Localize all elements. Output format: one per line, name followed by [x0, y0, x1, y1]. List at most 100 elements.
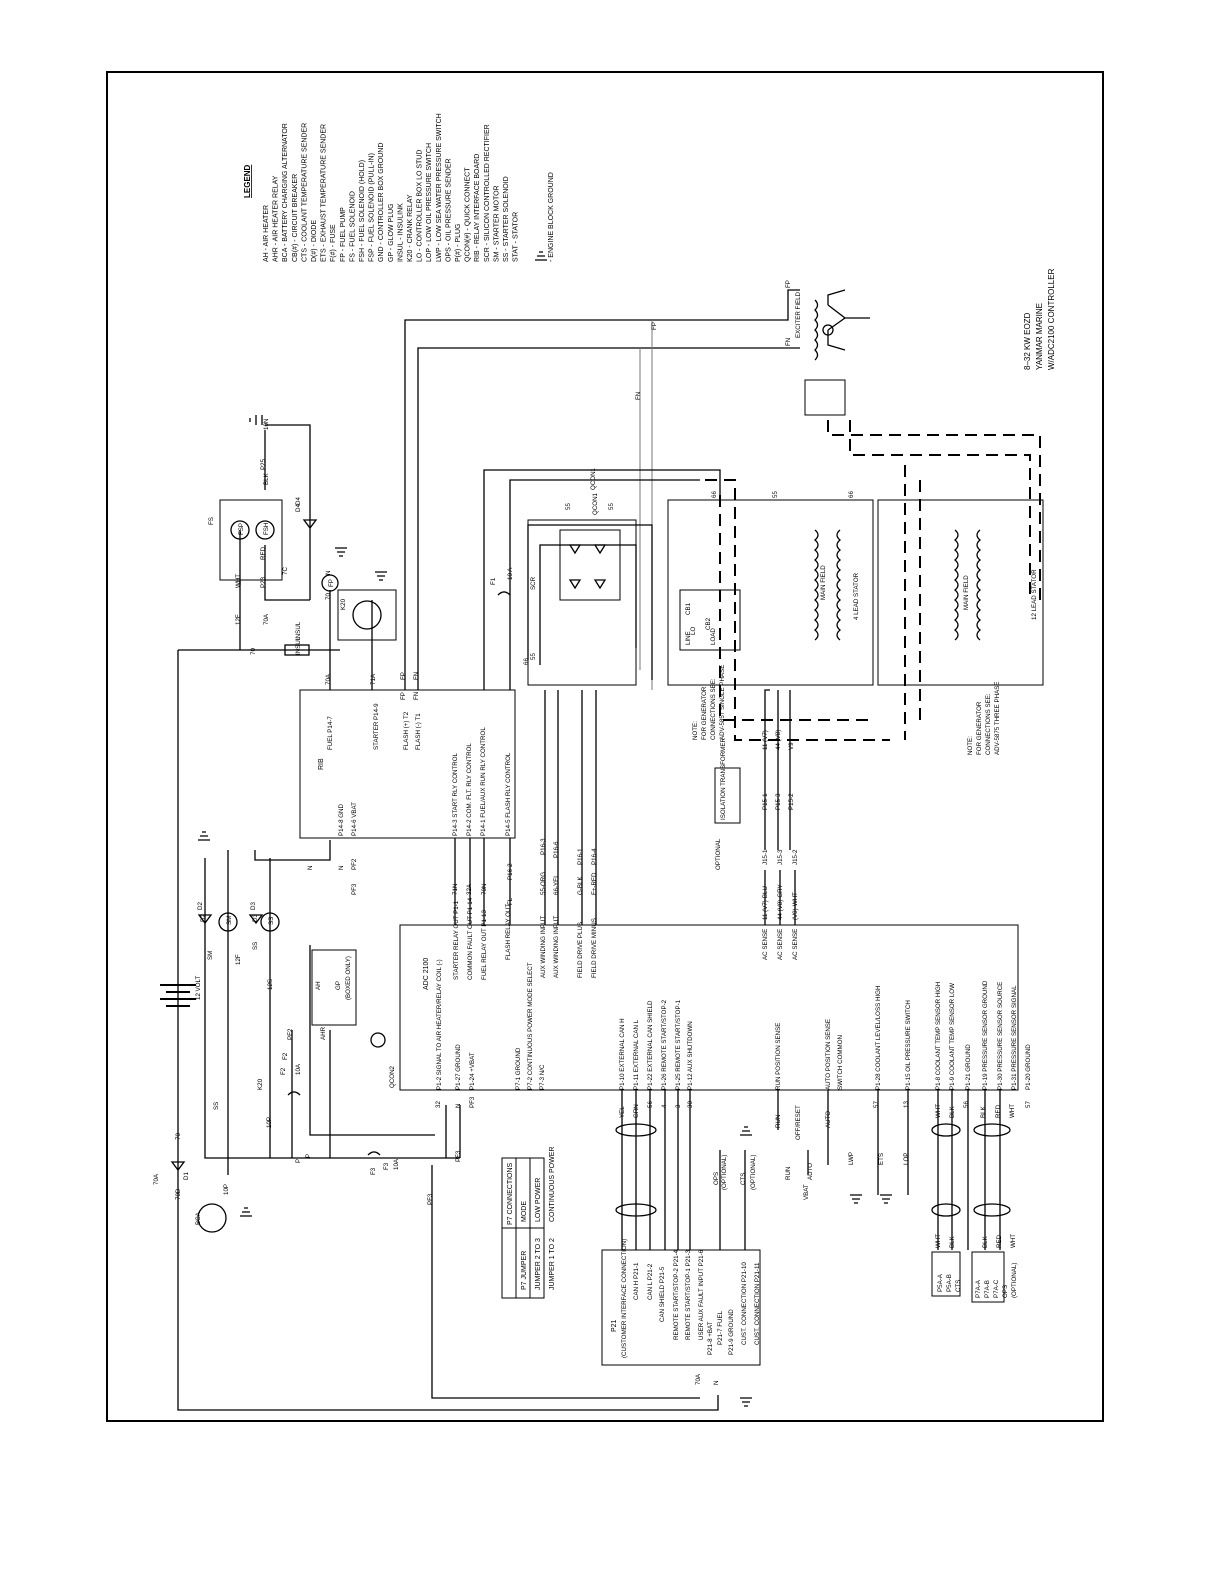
component-label-auto: AUTO	[807, 1163, 814, 1180]
legend-entry: LWP - LOW SEA WATER PRESSURE SWITCH	[436, 113, 443, 262]
component-label-scr: SCR	[530, 576, 537, 590]
component-label-main-field: MAIN FIELD	[963, 575, 970, 610]
component-label-off-reset: OFF/RESET	[795, 1105, 802, 1140]
component-label-fsh: FSH	[263, 523, 270, 535]
p7-wire-label: WHT	[1010, 1234, 1017, 1248]
p21-pin-label: P21-8 +BAT	[707, 1321, 714, 1355]
p21-pin-label: USER AUX FAULT INPUT P21-6	[698, 1249, 705, 1340]
wire-label: P25	[260, 458, 267, 470]
wire-label: 32	[435, 1101, 442, 1108]
title-line-2: YANMAR MARINE	[1035, 303, 1044, 370]
wire-label: PF3	[427, 1193, 434, 1205]
component-label-lwp: LWP	[848, 1152, 855, 1165]
ground-symbol	[198, 831, 210, 841]
wire-label: SS	[252, 942, 259, 950]
wire-label: P	[295, 1159, 302, 1163]
adc-pin-label: P7-3 N/C	[539, 1064, 546, 1090]
p21-pin-label: REMOTE START/STOP-2 P21-4	[673, 1249, 680, 1340]
component-label-k20: K20	[340, 598, 347, 610]
main-field-4lead-b	[836, 529, 842, 641]
cts-cable-shield-top	[931, 1123, 961, 1137]
ground-symbol	[850, 1194, 862, 1204]
wire-label: 70	[175, 1133, 182, 1140]
wire-label: 11 (V7)-BLU	[762, 886, 769, 920]
wire-label: J15-2	[792, 849, 799, 865]
battery-symbol	[160, 984, 196, 1007]
wire-label: PF2	[351, 858, 358, 870]
wire-label: FP	[400, 672, 407, 680]
component-label-ops: OPS	[713, 1172, 720, 1185]
adc-pin-label: AUX WINDING INPUT	[540, 916, 547, 978]
exciter-wye	[827, 289, 870, 351]
ground-symbol	[740, 1397, 752, 1407]
wire-label: 7C	[282, 567, 289, 575]
legend-entry: LO - CONTROLLER BOX LO STUD	[417, 150, 424, 262]
rib-pin-label: P14-1 FUEL/AUX RUN RLY CONTROL	[480, 727, 487, 836]
wire-label: J15-3	[777, 849, 784, 865]
component-label-f3-rating: 10A	[393, 1158, 400, 1170]
note-three-phase: ADV-5875 THREE PHASE	[994, 682, 1001, 755]
p21-pin-label: P21-9 GROUND	[728, 1309, 735, 1355]
fuse-f2	[287, 1091, 301, 1096]
ahr-coil	[370, 1032, 386, 1048]
adc-pin-label: FIELD DRIVE PLUS	[577, 922, 584, 978]
legend-entry: FSP - FUEL SOLENOID (PULL-IN)	[369, 153, 376, 262]
wire-label: FN	[785, 338, 792, 346]
wire-label: F2	[282, 1052, 289, 1060]
p21-title: P21	[611, 1319, 618, 1332]
starter-solenoid	[260, 912, 280, 932]
legend-entry: QCON(#) - QUICK CONNECT	[465, 167, 472, 262]
p7-connector-label: P7A-C	[993, 1279, 1000, 1298]
component-label-fs: FS	[208, 517, 215, 525]
exciter-field-coil	[814, 299, 819, 361]
legend-entry: CTS - COOLANT TEMPERATURE SENDER	[301, 123, 308, 262]
legend-entry: RIB - RELAY INTERFACE BOARD	[474, 154, 481, 262]
note-single-phase: NOTE:	[692, 721, 699, 740]
ground-symbol	[740, 1126, 752, 1136]
fuel-solenoid-box	[219, 499, 283, 581]
wire-label: BLK	[980, 1105, 987, 1118]
scr-diode-4	[593, 579, 607, 590]
component-label-d4: D4	[295, 504, 302, 512]
note-three-phase: FOR GENERATOR	[976, 701, 983, 755]
component-label-qcon2: QCON2	[389, 1065, 396, 1088]
component-label-cts-opt: (OPTIONAL)	[750, 1155, 757, 1190]
component-boxes	[219, 379, 1044, 1366]
component-symbols	[160, 251, 1011, 1407]
wire-label: 70A	[153, 1173, 160, 1185]
adc-pin-label: P1-24 +VBAT	[469, 1052, 476, 1090]
ops-cable-shield-bottom	[973, 1203, 1011, 1217]
component-label-exciter: EXCITER FIELD	[795, 291, 802, 338]
wire-label: INSUL	[295, 621, 302, 640]
p7-table-header: MODE	[521, 1201, 528, 1222]
wire-label: P15-3	[775, 793, 782, 810]
p7-connector-label: OPS	[1002, 1285, 1009, 1298]
component-label-gp-note: (BOXED ONLY)	[345, 956, 352, 1000]
ground-symbol	[249, 415, 263, 425]
adc-pin-label: FLASH RELAY OUT	[505, 904, 512, 960]
wire-label: P16-2	[507, 863, 514, 880]
note-single-phase: FOR GENERATOR	[701, 686, 708, 740]
component-label-f2-rating: 10A	[295, 1063, 302, 1075]
scr-diode-2	[593, 544, 607, 555]
adc-pin-label: P1-26 REMOTE START/STOP-2	[661, 999, 668, 1090]
wire-label: RUN	[775, 1115, 782, 1128]
wire-label: P15-2	[788, 793, 795, 810]
wire-label: 70	[250, 648, 257, 655]
wire-label: RED	[260, 546, 267, 560]
wire-label: GRN	[633, 1104, 640, 1118]
title-line-1: 8–32 KW EOZD	[1023, 312, 1032, 370]
wire-label: QCON1	[590, 467, 597, 490]
component-label-f3: F3	[383, 1162, 390, 1170]
legend-entry: ETS - EXHAUST TEMPERATURE SENDER	[321, 124, 328, 262]
wire-label: 70A	[695, 1373, 702, 1385]
wire-label: 4	[661, 1104, 668, 1108]
p21-box	[601, 1249, 761, 1366]
p7-connector-label: P7A-B	[984, 1280, 991, 1298]
wire-label: PF3	[351, 883, 358, 895]
wire-label: PF3	[469, 1096, 476, 1108]
cts-cable-shield-bottom	[931, 1203, 961, 1217]
wire-label: N	[307, 866, 314, 870]
wire-label: 56	[963, 1101, 970, 1108]
stator-12-lead-box	[877, 499, 1044, 686]
